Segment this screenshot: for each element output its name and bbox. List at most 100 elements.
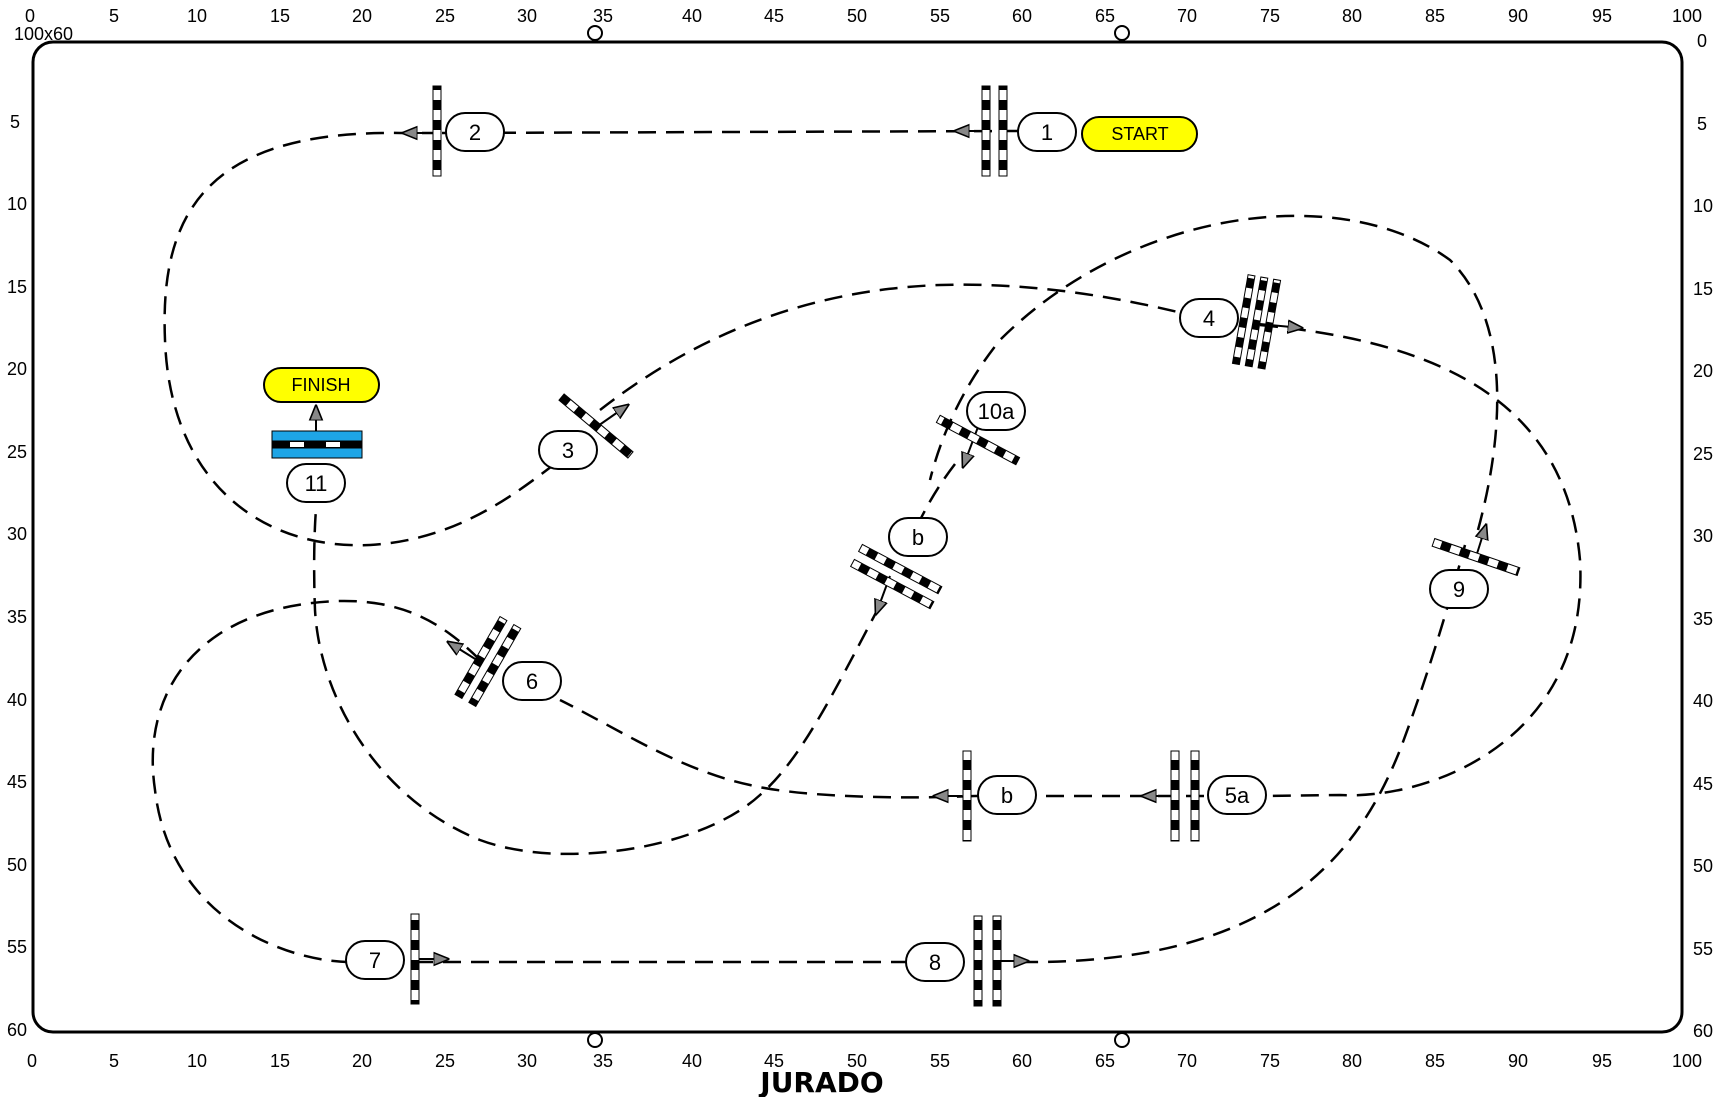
fence-3 <box>558 393 634 459</box>
arena-size-label: 100x60 <box>14 24 73 44</box>
riding-track <box>151 129 1582 964</box>
scale-tick-bottom: 55 <box>930 1051 950 1071</box>
scale-tick-left: 5 <box>10 112 20 132</box>
obstacle-label-box <box>502 661 562 701</box>
obstacle-number: 2 <box>469 120 481 145</box>
obstacle-number: 10a <box>978 399 1015 424</box>
scale-tick-bottom: 50 <box>847 1051 867 1071</box>
scale-tick-right: 20 <box>1693 361 1713 381</box>
fence-pole <box>1190 750 1200 842</box>
scale-top: 0 5 10 15 20 25 30 35 40 45 50 55 60 65 … <box>25 6 1702 26</box>
fence-pole <box>962 750 972 842</box>
scale-tick-top: 95 <box>1592 6 1612 26</box>
fence-pole <box>973 915 983 1007</box>
scale-tick-bottom: 100 <box>1672 1051 1702 1071</box>
scale-tick-top: 30 <box>517 6 537 26</box>
obstacle-number: 3 <box>562 438 574 463</box>
scale-tick-left: 55 <box>7 937 27 957</box>
fence-pole <box>271 440 363 449</box>
obstacle-label-5b: b <box>977 775 1037 815</box>
fence-pole <box>558 393 634 459</box>
obstacle-label-box <box>445 112 505 152</box>
scale-tick-left: 30 <box>7 524 27 544</box>
scale-tick-right: 15 <box>1693 279 1713 299</box>
obstacle-label-10a: 10a <box>966 391 1026 431</box>
fence-pole-stripe <box>290 442 304 447</box>
scale-tick-top: 45 <box>764 6 784 26</box>
scale-tick-bottom: 35 <box>593 1051 613 1071</box>
obstacle-label-box <box>966 391 1026 431</box>
obstacle-label-9: 9 <box>1429 569 1489 609</box>
fence-pole <box>992 915 1002 1007</box>
scale-right: 0 5 10 15 20 25 30 35 40 45 50 55 60 <box>1693 31 1713 1041</box>
fence-pole <box>998 85 1008 177</box>
entrance-marker-icon <box>587 1032 603 1048</box>
scale-tick-bottom: 40 <box>682 1051 702 1071</box>
fence-pole <box>1431 537 1521 577</box>
scale-tick-bottom: 75 <box>1260 1051 1280 1071</box>
obstacle-label-box <box>1017 112 1077 152</box>
scale-tick-bottom: 0 <box>27 1051 37 1071</box>
scale-tick-top: 0 <box>25 6 35 26</box>
scale-tick-bottom: 60 <box>1012 1051 1032 1071</box>
fence-5b <box>962 750 972 842</box>
obstacle-number: 6 <box>526 669 538 694</box>
entrance-markers <box>587 25 1130 1048</box>
obstacle-label-1: 1 <box>1017 112 1077 152</box>
scale-tick-left: 15 <box>7 277 27 297</box>
scale-tick-top: 10 <box>187 6 207 26</box>
fences <box>271 85 1521 1007</box>
obstacle-number: 5a <box>1225 783 1250 808</box>
scale-tick-bottom: 25 <box>435 1051 455 1071</box>
scale-tick-top: 60 <box>1012 6 1032 26</box>
fence-7 <box>410 913 420 1005</box>
scale-tick-bottom: 85 <box>1425 1051 1445 1071</box>
fence-pole <box>849 558 935 610</box>
scale-tick-left: 50 <box>7 855 27 875</box>
track-2-3 <box>163 131 561 547</box>
scale-left: 5 10 15 20 25 30 35 40 45 50 55 60 <box>7 112 27 1040</box>
track-5b-6 <box>559 698 976 799</box>
scale-tick-top: 20 <box>352 6 372 26</box>
scale-tick-bottom: 30 <box>517 1051 537 1071</box>
fence-pole <box>1244 276 1269 368</box>
obstacle-number: 9 <box>1453 577 1465 602</box>
scale-tick-bottom: 65 <box>1095 1051 1115 1071</box>
entrance-marker-icon <box>587 25 603 41</box>
scale-tick-bottom: 20 <box>352 1051 372 1071</box>
obstacle-label-box <box>345 940 405 980</box>
track-8-9 <box>1019 544 1467 964</box>
scale-tick-left: 20 <box>7 359 27 379</box>
obstacle-label-box <box>905 942 965 982</box>
scale-tick-right: 30 <box>1693 526 1713 546</box>
scale-tick-right: 5 <box>1697 114 1707 134</box>
scale-tick-top: 35 <box>593 6 613 26</box>
fence-pole <box>1170 750 1180 842</box>
fence-10a <box>935 414 1021 466</box>
scale-tick-bottom: 15 <box>270 1051 290 1071</box>
scale-tick-left: 25 <box>7 442 27 462</box>
scale-tick-right: 25 <box>1693 444 1713 464</box>
fence-8 <box>973 915 1002 1007</box>
obstacle-labels: 1 2 3 4 5a b 6 7 <box>286 112 1489 982</box>
obstacle-label-3: 3 <box>538 430 598 470</box>
scale-tick-right: 50 <box>1693 856 1713 876</box>
obstacle-number: 7 <box>369 948 381 973</box>
fence-9 <box>1431 537 1521 577</box>
scale-tick-top: 85 <box>1425 6 1445 26</box>
scale-tick-left: 35 <box>7 607 27 627</box>
scale-tick-top: 90 <box>1508 6 1528 26</box>
fence-11-water <box>271 430 363 459</box>
fence-pole <box>857 543 943 595</box>
scale-tick-bottom: 5 <box>109 1051 119 1071</box>
start-marker-box <box>1081 116 1198 152</box>
scale-tick-bottom: 80 <box>1342 1051 1362 1071</box>
scale-tick-top: 100 <box>1672 6 1702 26</box>
fence-6 <box>454 615 522 708</box>
start-marker: START <box>1081 116 1198 152</box>
fence-pole-stripe <box>326 442 340 447</box>
scale-tick-bottom: 10 <box>187 1051 207 1071</box>
finish-marker: FINISH <box>263 367 380 403</box>
arena-boundary <box>31 40 1684 1034</box>
obstacle-label-5a: 5a <box>1207 775 1267 815</box>
